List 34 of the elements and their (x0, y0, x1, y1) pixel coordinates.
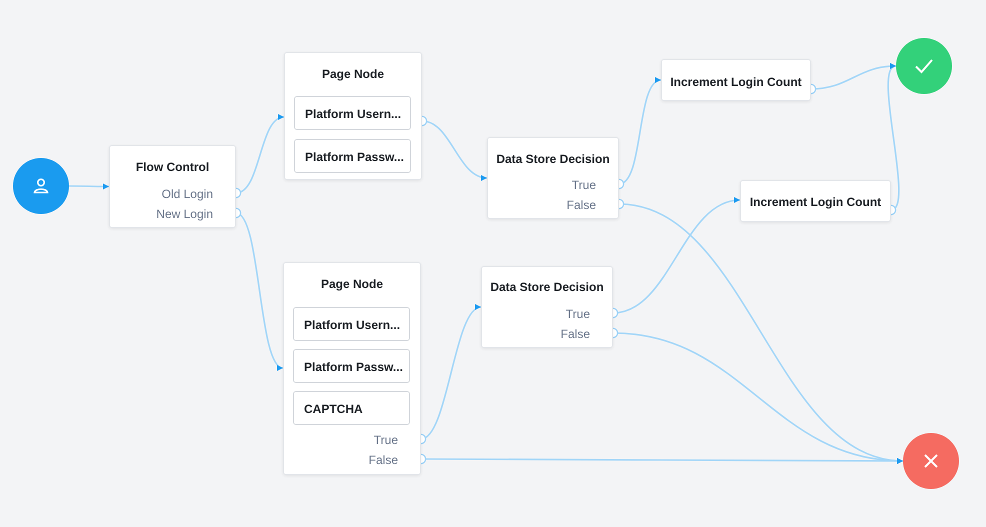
node-card (740, 180, 891, 222)
node-title: Flow Control (134, 160, 210, 174)
node-card (284, 52, 422, 180)
field-label: Platform Usern... (305, 107, 402, 121)
outcome-label: Old Login (162, 187, 213, 201)
outcome-label: False (560, 327, 590, 341)
outcome-label: New Login (156, 207, 213, 221)
node-title: Increment Login Count (748, 195, 882, 209)
field-label: CAPTCHA (304, 402, 363, 416)
node-card (661, 59, 811, 101)
node-title: Data Store Decision (489, 280, 605, 294)
field-card (294, 139, 411, 173)
outcome-label: True (566, 307, 590, 321)
connector-arrow (69, 184, 109, 190)
field-label: Platform Passw... (305, 150, 404, 164)
outcome-label: True (374, 433, 398, 447)
connector-arrow (886, 65, 900, 216)
field-card (293, 391, 410, 425)
node-title: Data Store Decision (495, 152, 611, 166)
outcome-label: False (566, 198, 596, 212)
node-title: Page Node (320, 67, 385, 81)
node-card (109, 145, 236, 228)
outcome-label: False (368, 453, 398, 467)
field-card (293, 307, 410, 341)
field-label: Platform Passw... (304, 360, 403, 374)
field-label: Platform Usern... (304, 318, 400, 332)
node-title: Increment Login Count (669, 75, 803, 89)
node-card (283, 262, 421, 475)
node-card (487, 137, 619, 219)
node-card (481, 266, 613, 348)
field-card (293, 349, 410, 383)
node-title: Page Node (320, 277, 384, 291)
field-card (294, 96, 411, 130)
outcome-label: True (572, 178, 596, 192)
